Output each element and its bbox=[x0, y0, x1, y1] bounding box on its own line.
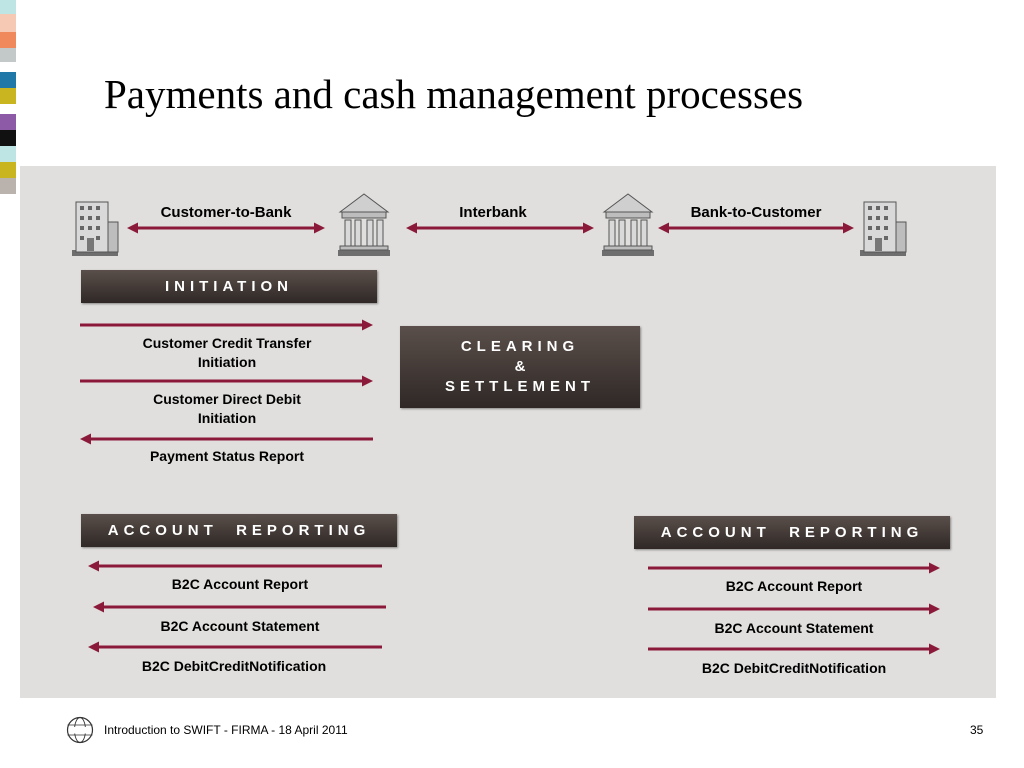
page-number: 35 bbox=[970, 723, 984, 737]
color-strip bbox=[0, 14, 16, 32]
left-report-item-account-report: B2C Account Report bbox=[171, 576, 309, 592]
initiation-item-direct-debit: Customer Direct Debit Initiation bbox=[153, 391, 301, 426]
bank-building-icon bbox=[602, 193, 654, 256]
initiation-arrow bbox=[80, 433, 373, 445]
initiation-item-payment-status: Payment Status Report bbox=[149, 448, 305, 464]
left-report-item-account-statement: B2C Account Statement bbox=[160, 618, 320, 634]
initiation-box: INITIATION bbox=[81, 270, 377, 303]
left-reporting-arrow bbox=[93, 601, 386, 613]
color-strip bbox=[0, 178, 16, 194]
swift-globe-icon bbox=[66, 716, 94, 744]
color-strip bbox=[0, 48, 16, 62]
right-report-item-account-statement: B2C Account Statement bbox=[714, 620, 874, 636]
right-report-item-account-report: B2C Account Report bbox=[725, 578, 863, 594]
initiation-arrow bbox=[80, 375, 373, 387]
footer-text: Introduction to SWIFT - FIRMA - 18 April… bbox=[104, 723, 348, 737]
color-strip bbox=[0, 146, 16, 162]
ampersand-label: & bbox=[514, 358, 526, 375]
color-strip bbox=[0, 0, 16, 14]
right-reporting-arrow bbox=[648, 643, 940, 655]
settlement-label: SETTLEMENT bbox=[445, 378, 595, 395]
double-arrow-customer-bank bbox=[127, 222, 325, 234]
right-reporting-arrow bbox=[648, 603, 940, 615]
left-report-item-debit-credit: B2C DebitCreditNotification bbox=[141, 658, 327, 674]
double-arrow-interbank bbox=[406, 222, 594, 234]
right-reporting-arrow bbox=[648, 562, 940, 574]
account-reporting-right-box: ACCOUNT REPORTING bbox=[634, 516, 950, 549]
customer-to-bank-label: Customer-to-Bank bbox=[160, 204, 292, 221]
bank-building-icon bbox=[338, 193, 390, 256]
initiation-arrow bbox=[80, 319, 373, 331]
color-strip bbox=[0, 162, 16, 178]
customer-building-icon bbox=[72, 201, 119, 256]
initiation-item-credit-transfer: Customer Credit Transfer Initiation bbox=[142, 335, 312, 370]
color-strip bbox=[0, 72, 16, 88]
right-report-item-debit-credit: B2C DebitCreditNotification bbox=[701, 660, 887, 676]
double-arrow-bank-customer bbox=[658, 222, 854, 234]
bank-to-customer-label: Bank-to-Customer bbox=[690, 204, 822, 221]
left-reporting-arrow bbox=[88, 560, 382, 572]
account-reporting-left-box: ACCOUNT REPORTING bbox=[81, 514, 397, 547]
color-strip bbox=[0, 32, 16, 48]
color-strip bbox=[0, 130, 16, 146]
color-strip bbox=[0, 88, 16, 104]
page-title: Payments and cash management processes bbox=[104, 71, 804, 117]
left-reporting-arrow bbox=[88, 641, 382, 653]
clearing-settlement-box: CLEARING & SETTLEMENT bbox=[400, 326, 640, 408]
customer-building-icon bbox=[860, 201, 907, 256]
interbank-label: Interbank bbox=[459, 204, 527, 221]
color-strip bbox=[0, 114, 16, 130]
clearing-label: CLEARING bbox=[460, 338, 580, 355]
